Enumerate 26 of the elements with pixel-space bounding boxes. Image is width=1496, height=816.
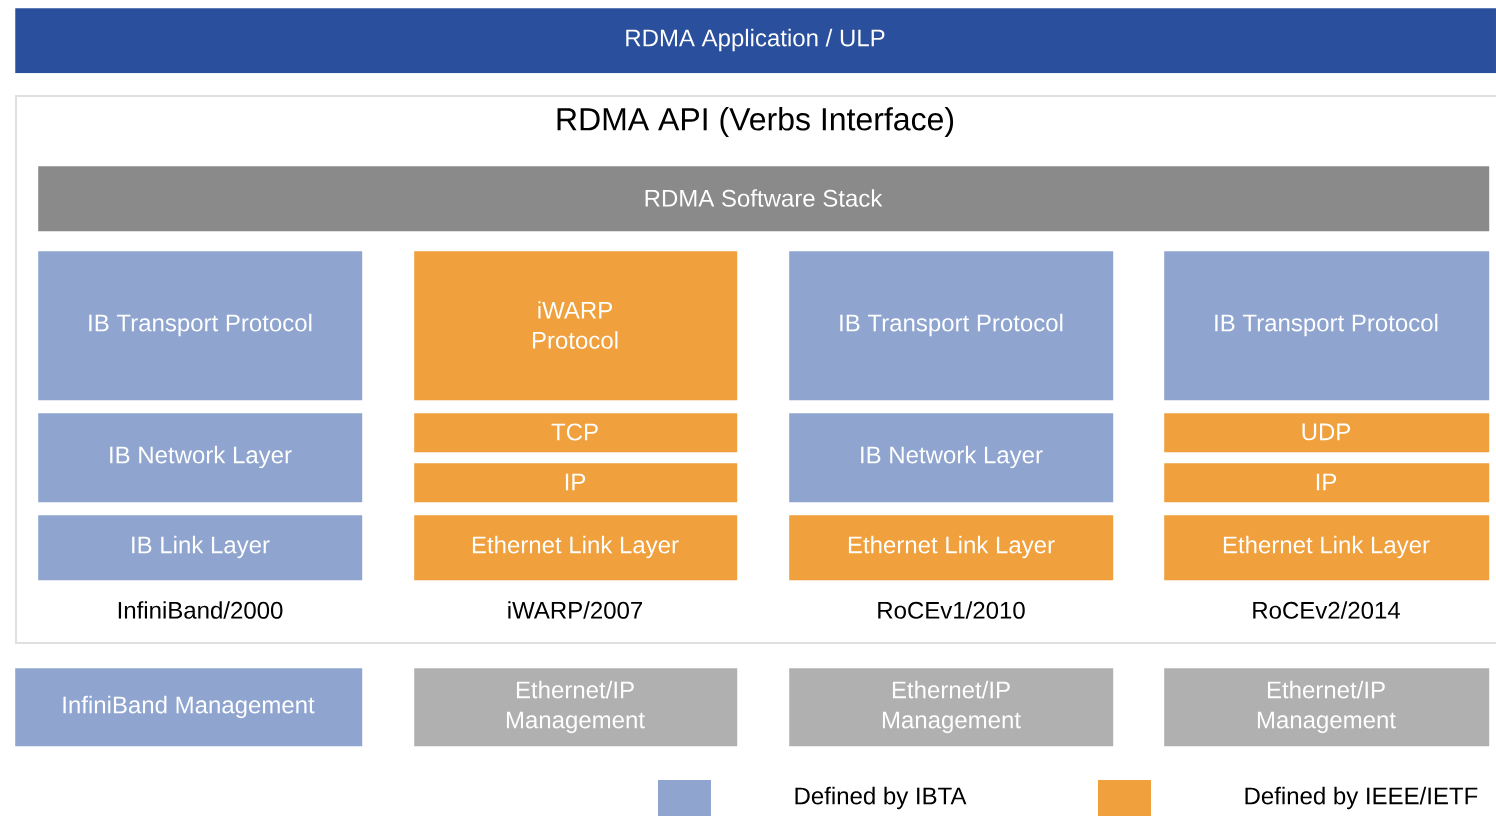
caption-text: InfiniBand/2000: [118, 601, 283, 619]
caption-text: iWARP/2007: [508, 601, 643, 619]
management-box: Ethernet/IP Management: [789, 668, 1114, 747]
layer-box: Ethernet Link Layer: [789, 515, 1114, 581]
layer-box: Ethernet Link Layer: [414, 515, 738, 581]
legend-label: Defined by IBTA: [795, 786, 967, 810]
layer-box: Ethernet Link Layer: [1164, 515, 1490, 581]
layer-box: IP: [1164, 463, 1490, 503]
caption-text: RoCEv1/2010: [878, 601, 1025, 619]
management-box: Ethernet/IP Management: [1164, 668, 1490, 747]
management-box: Ethernet/IP Management: [414, 668, 738, 747]
layer-box: IB Link Layer: [38, 515, 363, 581]
layer-box: IB Transport Protocol: [789, 251, 1114, 401]
layer-box: UDP: [1164, 413, 1490, 453]
layer-box: iWARP Protocol: [414, 251, 738, 401]
legend-label: Defined by IEEE/IETF: [1245, 786, 1478, 810]
layer-box: IB Network Layer: [38, 413, 363, 503]
caption-text: RoCEv2/2014: [1253, 601, 1400, 619]
layer-box: IB Network Layer: [789, 413, 1114, 503]
management-box: InfiniBand Management: [15, 668, 363, 747]
title-band: RDMA Application / ULP: [15, 8, 1496, 74]
stack-band: RDMA Software Stack: [38, 166, 1490, 232]
layer-box: IB Transport Protocol: [1164, 251, 1490, 401]
layer-box: TCP: [414, 413, 738, 453]
layer-box: IB Transport Protocol: [38, 251, 363, 401]
layer-box: IP: [414, 463, 738, 503]
